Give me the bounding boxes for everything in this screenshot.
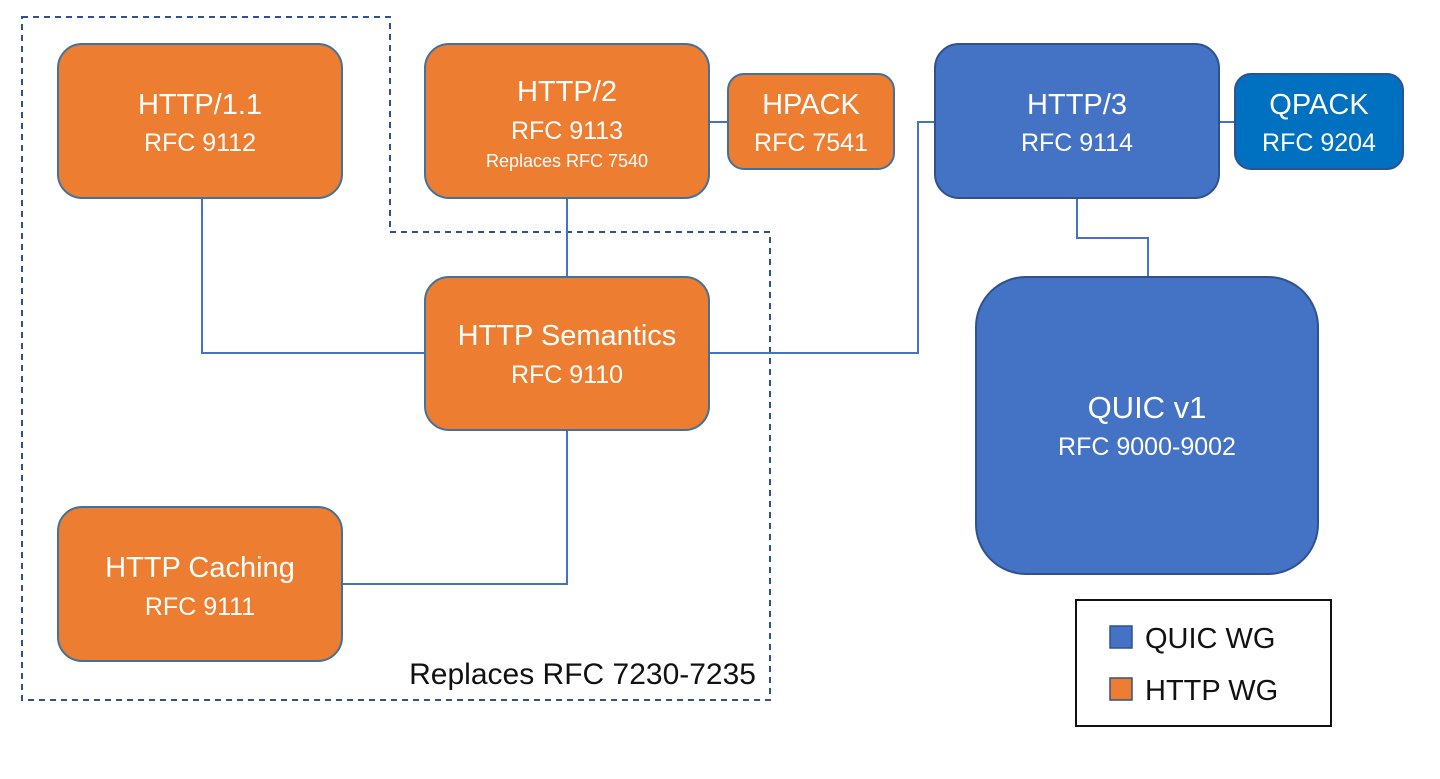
node-http2-note: Replaces RFC 7540 — [486, 151, 648, 171]
node-http3: HTTP/3 RFC 9114 — [934, 43, 1220, 199]
legend-label-http: HTTP WG — [1145, 675, 1278, 707]
node-caching: HTTP Caching RFC 9111 — [57, 506, 343, 662]
legend: QUIC WG HTTP WG — [1075, 599, 1332, 727]
node-caching-rfc: RFC 9111 — [145, 593, 255, 621]
node-http2: HTTP/2 RFC 9113 Replaces RFC 7540 — [424, 43, 710, 199]
connector-http11-semantics — [201, 198, 426, 354]
legend-swatch-quic — [1109, 625, 1133, 649]
node-qpack-rfc: RFC 9204 — [1262, 129, 1376, 157]
node-http11: HTTP/1.1 RFC 9112 — [57, 43, 343, 199]
node-hpack-title: HPACK — [762, 89, 860, 121]
legend-swatch-http — [1109, 677, 1133, 701]
node-semantics-title: HTTP Semantics — [458, 320, 677, 352]
connector-semantics-caching — [342, 430, 568, 585]
legend-label-quic: QUIC WG — [1145, 623, 1276, 655]
node-qpack: QPACK RFC 9204 — [1234, 73, 1404, 170]
node-quic: QUIC v1 RFC 9000-9002 — [975, 276, 1319, 575]
connector-http3-quic — [1076, 198, 1149, 277]
node-hpack-rfc: RFC 7541 — [754, 129, 868, 157]
node-quic-title: QUIC v1 — [1088, 390, 1207, 425]
node-http3-rfc: RFC 9114 — [1021, 129, 1133, 157]
node-quic-rfc: RFC 9000-9002 — [1058, 433, 1236, 461]
node-qpack-title: QPACK — [1269, 89, 1369, 121]
node-http11-title: HTTP/1.1 — [138, 89, 262, 121]
node-http2-rfc: RFC 9113 — [511, 117, 623, 145]
node-semantics: HTTP Semantics RFC 9110 — [424, 276, 710, 431]
connectors — [201, 121, 1235, 585]
node-semantics-rfc: RFC 9110 — [511, 361, 623, 389]
region-boundary — [21, 16, 771, 701]
node-hpack: HPACK RFC 7541 — [727, 73, 895, 170]
node-http3-title: HTTP/3 — [1027, 89, 1127, 121]
region-label: Replaces RFC 7230-7235 — [409, 658, 756, 691]
connector-semantics-http3 — [708, 121, 936, 354]
node-caching-title: HTTP Caching — [105, 552, 295, 584]
node-http11-rfc: RFC 9112 — [144, 129, 256, 157]
node-http2-title: HTTP/2 — [517, 76, 617, 108]
legend-frame — [1075, 599, 1332, 727]
